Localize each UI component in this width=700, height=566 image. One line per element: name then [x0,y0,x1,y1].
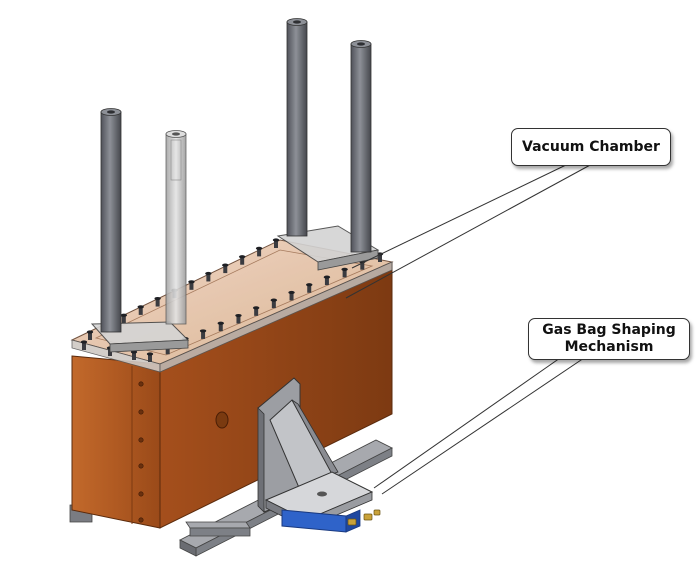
bolt-icon [341,267,348,278]
bolt-icon [255,246,263,257]
callout-vacuum-chamber: Vacuum Chamber [511,128,671,166]
bolt-icon [238,255,246,265]
bolt-icon [137,305,144,315]
front-bolt-holes [138,381,144,523]
bolt-icon [188,280,195,290]
support-rod [100,108,122,333]
bolt-icon [154,296,161,307]
support-rod [286,18,308,237]
support-rod-transparent [165,130,187,325]
bolt-icon [270,298,278,309]
bolt-icon [235,313,242,324]
gas-bag-mechanism [257,377,381,533]
gas-bag-label-line2: Mechanism [564,339,654,355]
bolt-icon [217,321,224,332]
bolt-icon [120,313,128,324]
bolt-icon [272,238,280,248]
base-rail-short [185,521,251,537]
pneumatic-fitting-icon [347,509,381,526]
bolt-icon [205,271,212,282]
vacuum-chamber-label: Vacuum Chamber [522,138,660,155]
bolt-icon [146,352,154,362]
bolt-icon [199,329,207,339]
bolt-icon [86,330,94,340]
bolt-icon [288,290,295,301]
bolt-icon [252,306,260,316]
support-rod [350,40,372,253]
gas-bag-label-line1: Gas Bag Shaping [542,322,676,339]
bolt-icon [323,275,331,286]
chamber-front-face [71,355,161,529]
bolt-icon [80,340,88,350]
leader-lines [345,163,593,495]
bolt-icon [222,263,229,274]
viewport-hole-icon [215,411,229,429]
callout-gas-bag-shaping-mechanism: Gas Bag Shaping Mechanism [528,318,690,360]
bolt-icon [306,283,313,293]
